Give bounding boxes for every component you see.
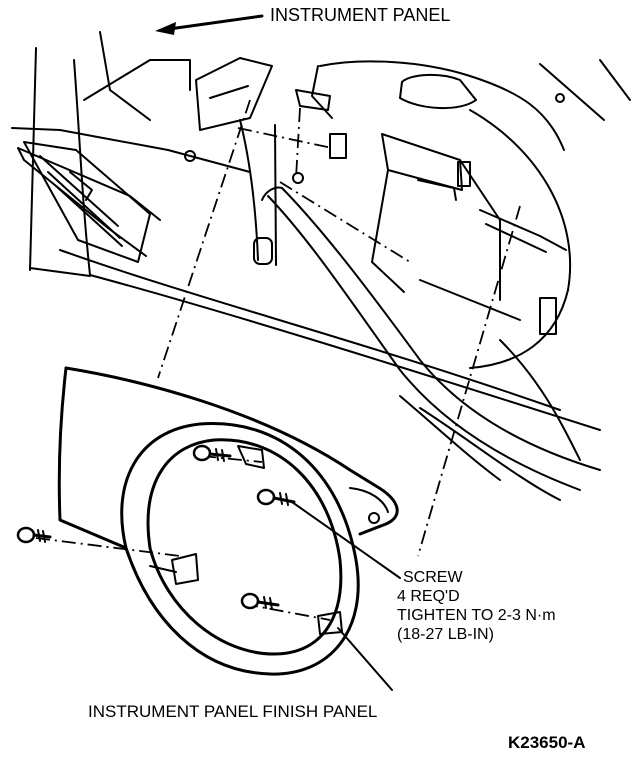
instrument-panel-label: INSTRUMENT PANEL <box>270 5 451 25</box>
finish-panel-label: INSTRUMENT PANEL FINISH PANEL <box>88 702 378 721</box>
instrument-panel-structure <box>11 31 631 501</box>
screw-lower <box>240 592 280 610</box>
figure-code: K23650-A <box>508 733 586 752</box>
finish-panel <box>57 366 399 676</box>
screw-label: SCREW <box>403 569 463 586</box>
screw-quantity: 4 REQ'D <box>397 588 460 605</box>
torque-nm: TIGHTEN TO 2-3 N·m <box>397 607 556 624</box>
screw-left <box>16 526 52 544</box>
instrument-panel-arrow <box>155 14 264 35</box>
torque-lbin: (18-27 LB-IN) <box>397 626 494 643</box>
screw-middle <box>256 488 296 506</box>
alignment-lines <box>35 99 521 621</box>
leader-lines <box>291 501 401 691</box>
screw-upper <box>192 444 265 469</box>
screw-callout: SCREW 4 REQ'D TIGHTEN TO 2-3 N·m (18-27 … <box>397 568 556 644</box>
